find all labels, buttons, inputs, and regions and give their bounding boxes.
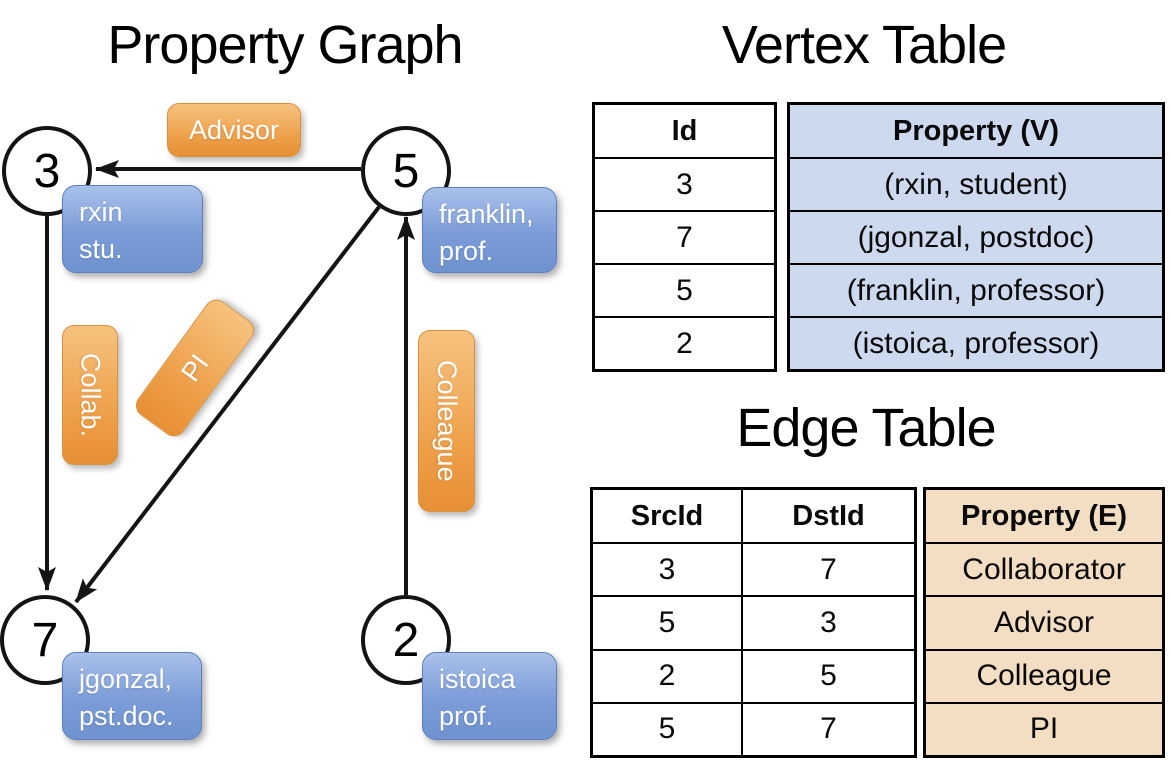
edge-table-property-header: Property (E) [961,499,1127,532]
vertex-id-cell: 5 [676,273,693,307]
vertex-table-title: Vertex Table [721,15,1007,75]
vertex-property-line: jgonzal, [79,664,173,694]
edge-table-ids-columns: SrcId DstId 3 7 5 3 2 5 5 7 [590,487,917,758]
table-row: PI [926,701,1162,755]
edge-arrow-5-to-7 [74,205,381,604]
edge-dst-cell: 5 [741,650,914,702]
vertex-property-line: stu. [79,234,123,265]
vertex-id-cell: 3 [676,167,693,201]
vertex-property-box-rxin: rxin stu. [62,185,203,273]
node-id-label: 7 [31,613,59,667]
edge-property-cell: Colleague [976,659,1112,693]
edge-table-title: Edge Table [736,398,996,458]
vertex-table-id-header: Id [671,114,698,147]
edge-property-cell: PI [1029,712,1059,746]
table-row: Colleague [926,648,1162,702]
table-row: 5 [595,263,774,316]
table-row: 3 [595,157,774,210]
table-row: Collaborator [926,542,1162,595]
vertex-property-box-jgonzal: jgonzal, pst.doc. [62,652,202,740]
table-row: (franklin, professor) [790,263,1162,316]
node-id-label: 5 [392,144,420,198]
vertex-property-line: franklin, [439,199,534,229]
property-graph-title: Property Graph [107,15,463,75]
vertex-property-line: prof. [439,701,494,732]
vertex-property-box-franklin: franklin, prof. [422,187,557,273]
vertex-property-cell: (jgonzal, postdoc) [857,220,1095,254]
edge-src-cell: 5 [658,712,676,746]
edge-src-cell: 2 [658,659,676,693]
edge-table-property-column: Property (E) Collaborator Advisor Collea… [923,487,1165,758]
vertex-property-cell: (franklin, professor) [846,273,1106,307]
edge-dst-cell: 3 [741,597,914,649]
table-row: 7 [595,210,774,263]
node-id-label: 2 [392,613,420,667]
vertex-property-cell: (istoica, professor) [852,326,1100,360]
vertex-table-property-column: Property (V) (rxin, student) (jgonzal, p… [787,102,1165,372]
table-row: 2 [595,316,774,369]
edge-table-dst-header: DstId [741,490,914,542]
graph-node-3: 3 [2,126,92,216]
edge-label-collab: Collab. [62,325,118,465]
edge-property-cell: Advisor [993,605,1095,639]
table-row: Advisor [926,595,1162,648]
edge-label-colleague: Colleague [418,330,475,512]
table-row: 5 3 [593,595,914,649]
table-row: 5 7 [593,701,914,755]
edge-property-cell: Collaborator [962,552,1126,586]
edge-table-src-header: SrcId [630,499,704,532]
vertex-property-line: rxin [79,197,123,227]
edge-dst-cell: 7 [741,544,914,596]
vertex-property-line: prof. [439,236,494,267]
table-row: (jgonzal, postdoc) [790,210,1162,263]
edge-label-advisor: Advisor [167,103,301,157]
edge-src-cell: 3 [658,552,676,586]
vertex-table-id-column: Id 3 7 5 2 [592,102,777,372]
edge-src-cell: 5 [658,605,676,639]
vertex-id-cell: 7 [676,220,693,254]
vertex-property-cell: (rxin, student) [884,167,1068,201]
table-row: 2 5 [593,648,914,702]
vertex-table-property-header: Property (V) [893,114,1059,147]
table-row: 3 7 [593,542,914,596]
table-row: (rxin, student) [790,157,1162,210]
table-row: (istoica, professor) [790,316,1162,369]
edge-dst-cell: 7 [741,703,914,755]
vertex-property-line: pst.doc. [79,701,174,732]
vertex-id-cell: 2 [676,326,693,360]
vertex-property-box-istoica: istoica prof. [422,652,557,740]
vertex-property-line: istoica [439,664,516,694]
node-id-label: 3 [33,144,61,198]
